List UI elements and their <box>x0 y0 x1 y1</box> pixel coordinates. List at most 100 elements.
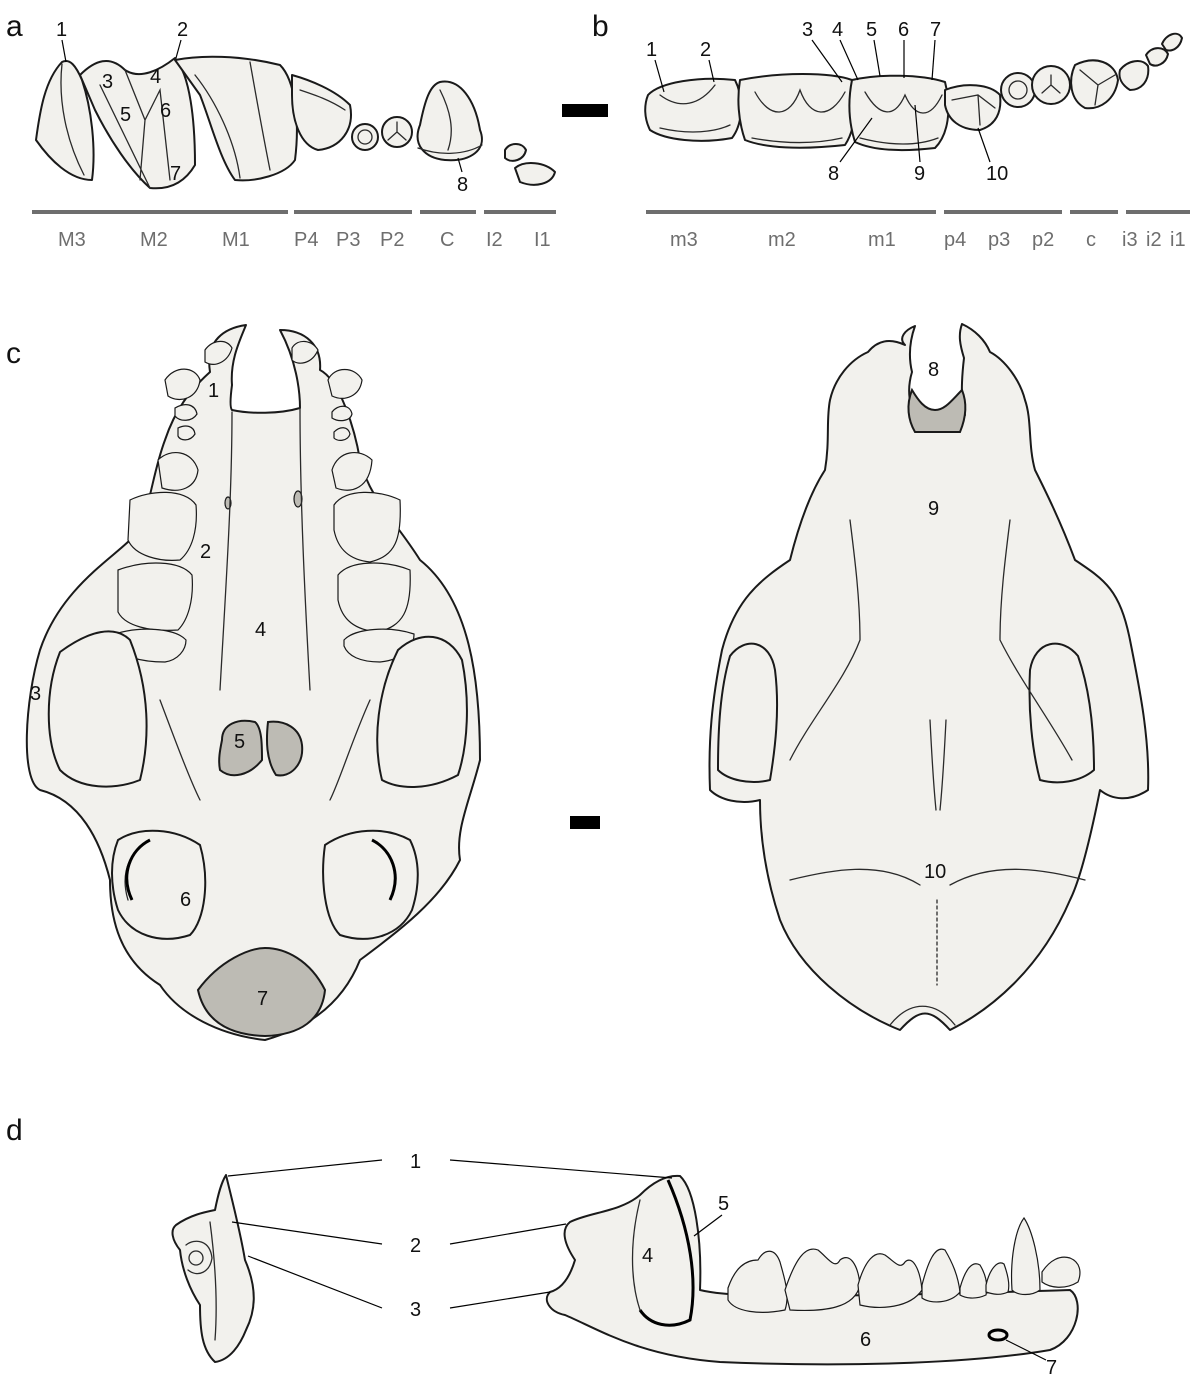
tooth-label-p3: p3 <box>988 229 1010 251</box>
dorsal-orbit-left <box>718 644 777 782</box>
mandible-molar-2 <box>785 1249 860 1310</box>
panel-label-a: a <box>6 10 23 43</box>
skull-ventral-view <box>27 325 480 1040</box>
ventral-m1-left <box>128 492 196 560</box>
label-c-2: 2 <box>200 541 211 563</box>
label-d-7: 7 <box>1046 1357 1057 1374</box>
orbit-opening-left <box>49 631 147 786</box>
ventral-canine-right <box>328 370 362 399</box>
panel-label-c: c <box>6 337 21 370</box>
label-a-7: 7 <box>170 163 181 185</box>
tooth-P4 <box>292 75 351 150</box>
label-c-7: 7 <box>257 988 268 1010</box>
bulla-right <box>323 831 418 939</box>
label-d-5: 5 <box>718 1193 729 1215</box>
label-b-4: 4 <box>832 19 843 41</box>
label-c-1: 1 <box>208 380 219 402</box>
label-d-4: 4 <box>642 1245 653 1267</box>
bar-molars-lower <box>646 210 936 214</box>
mandible-canine <box>1012 1218 1040 1295</box>
label-b-1: 1 <box>646 39 657 61</box>
tooth-m2 <box>738 74 855 148</box>
tooth-label-P3: P3 <box>336 229 360 251</box>
tooth-P3 <box>352 124 378 150</box>
panel-a-tooth-groups: M3 M2 M1 P4 P3 P2 C I2 I1 <box>32 210 556 251</box>
label-d-1: 1 <box>410 1151 421 1173</box>
label-b-9: 9 <box>914 163 925 185</box>
label-c-6: 6 <box>180 889 191 911</box>
tooth-I1 <box>515 163 555 185</box>
tooth-label-p2: p2 <box>1032 229 1054 251</box>
tooth-p4 <box>945 85 1000 130</box>
tooth-label-C: C <box>440 229 454 251</box>
mandible-molar-1 <box>728 1251 787 1312</box>
tooth-c <box>1071 60 1118 108</box>
panel-b-tooth-groups: m3 m2 m1 p4 p3 p2 c i3 i2 i1 <box>646 210 1190 251</box>
mandible-posterior-outline <box>173 1175 254 1362</box>
label-b-3: 3 <box>802 19 813 41</box>
nasal-aperture <box>908 390 965 432</box>
tooth-i1 <box>1162 34 1182 51</box>
label-c-3: 3 <box>30 683 41 705</box>
bar-canine-lower <box>1070 210 1118 214</box>
label-b-2: 2 <box>700 39 711 61</box>
label-c-8: 8 <box>928 359 939 381</box>
bar-incisors-upper <box>484 210 556 214</box>
label-b-6: 6 <box>898 19 909 41</box>
label-d-2: 2 <box>410 1235 421 1257</box>
label-c-5: 5 <box>234 731 245 753</box>
tooth-label-c: c <box>1086 229 1096 251</box>
tooth-label-M1: M1 <box>222 229 250 251</box>
tooth-label-I1: I1 <box>534 229 551 251</box>
tooth-I2 <box>505 144 526 161</box>
tooth-label-I2: I2 <box>486 229 503 251</box>
scale-bar-skull <box>570 816 600 829</box>
tooth-label-m2: m2 <box>768 229 796 251</box>
label-c-9: 9 <box>928 498 939 520</box>
tooth-i2 <box>1146 48 1168 65</box>
mandible-molar-3 <box>858 1254 922 1308</box>
bar-canine-upper <box>420 210 476 214</box>
mandible-premolar-2 <box>986 1263 1009 1294</box>
bar-incisors-lower <box>1126 210 1190 214</box>
ventral-m2-left <box>118 563 192 630</box>
skull-dorsal-view <box>710 324 1149 1030</box>
panel-a: a <box>6 10 556 251</box>
label-c-4: 4 <box>255 619 266 641</box>
label-a-1: 1 <box>56 19 67 41</box>
tooth-label-p4: p4 <box>944 229 966 251</box>
panel-b: b 1 2 3 4 <box>592 10 1190 251</box>
label-c-10: 10 <box>924 861 946 883</box>
bar-premolars-lower <box>944 210 1062 214</box>
tooth-label-i2: i2 <box>1146 229 1162 251</box>
tooth-label-i3: i3 <box>1122 229 1138 251</box>
mandible-premolar-4 <box>922 1249 960 1302</box>
tooth-label-P2: P2 <box>380 229 404 251</box>
label-a-3: 3 <box>102 71 113 93</box>
panel-label-b: b <box>592 10 609 43</box>
lower-tooth-row <box>645 34 1182 150</box>
mandible-incisors <box>1042 1257 1080 1287</box>
panel-c: c <box>6 324 1148 1040</box>
tooth-label-i1: i1 <box>1170 229 1186 251</box>
label-a-5: 5 <box>120 104 131 126</box>
label-b-10: 10 <box>986 163 1008 185</box>
mandible-lateral-view <box>547 1176 1080 1364</box>
label-d-6: 6 <box>860 1329 871 1351</box>
tooth-i3 <box>1119 61 1148 90</box>
label-a-6: 6 <box>160 100 171 122</box>
label-d-3: 3 <box>410 1299 421 1321</box>
tooth-label-M3: M3 <box>58 229 86 251</box>
scale-bar-teeth <box>562 104 608 117</box>
tooth-label-m1: m1 <box>868 229 896 251</box>
label-a-2: 2 <box>177 19 188 41</box>
tooth-p3 <box>1001 73 1035 107</box>
panel-label-d: d <box>6 1114 23 1147</box>
tooth-label-M2: M2 <box>140 229 168 251</box>
bar-molars-upper <box>32 210 288 214</box>
label-b-5: 5 <box>866 19 877 41</box>
label-b-8: 8 <box>828 163 839 185</box>
label-b-7: 7 <box>930 19 941 41</box>
panel-d: d <box>6 1114 1080 1374</box>
mandible-posterior-view <box>173 1175 254 1362</box>
